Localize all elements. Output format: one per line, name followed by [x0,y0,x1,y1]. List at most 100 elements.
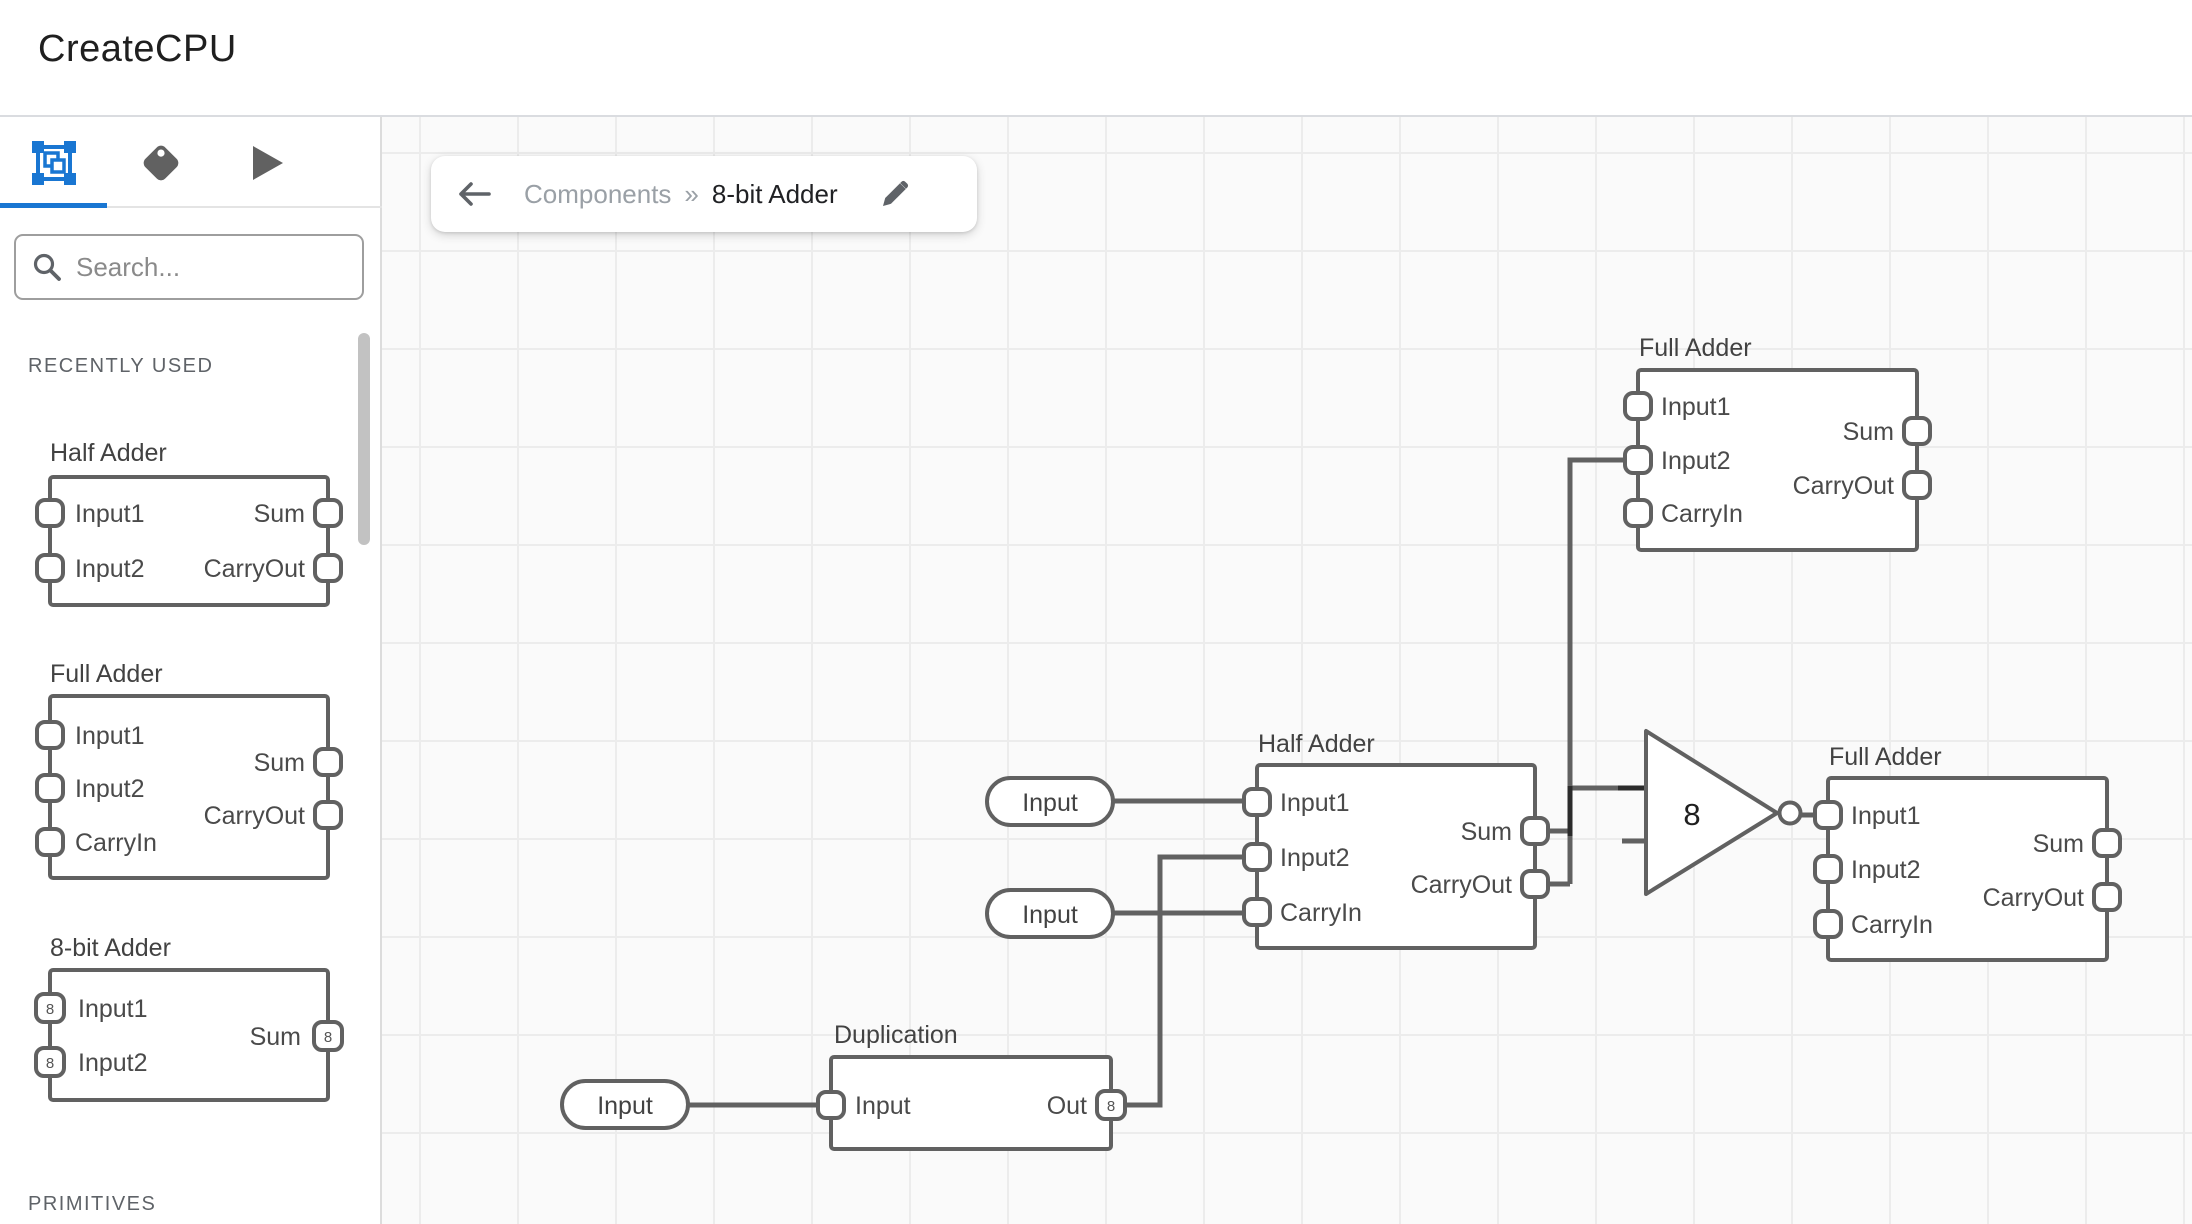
port-label: Sum [250,1023,301,1051]
port-carryin[interactable] [1813,909,1843,939]
port-label: Sum [1843,418,1894,446]
port-label: CarryOut [204,802,305,830]
node-full-adder-top: Full Adder Input1 Input2 CarryIn Sum Car… [1623,334,1932,552]
back-button[interactable] [457,181,491,207]
port-input2[interactable] [1242,842,1272,872]
port-label: CarryIn [75,829,157,857]
wire[interactable] [1567,457,1624,884]
port-label: Input1 [1851,802,1921,830]
play-icon [252,145,283,180]
port[interactable] [35,553,65,583]
input-pill[interactable] [985,888,1115,939]
edit-name-icon[interactable] [880,179,910,209]
gate-bus-width: 8 [1683,797,1700,832]
port-input2[interactable] [1813,854,1843,884]
port-label: CarryOut [1983,884,2084,912]
port-sum[interactable] [1902,416,1932,446]
port-label: CarryOut [204,555,305,583]
input-pill-label: Input [1022,901,1078,929]
port-label: Sum [2033,830,2084,858]
port-carryout[interactable] [1520,869,1550,899]
section-primitives: PRIMITIVES [28,1193,157,1215]
node-title: Half Adder [1258,730,1375,758]
port-sum[interactable] [1520,816,1550,846]
port-carryout[interactable] [1902,470,1932,500]
tab-components[interactable] [0,117,107,208]
port[interactable] [35,720,65,750]
port[interactable] [35,498,65,528]
port-label: Input [855,1092,911,1120]
gate-bubble[interactable] [1777,800,1803,826]
breadcrumb-path[interactable]: Components [524,178,672,209]
port-label: Input2 [1280,844,1350,872]
port-input2[interactable] [1623,445,1653,475]
port[interactable] [313,498,343,528]
node-full-adder-right: Full Adder Input1 Input2 CarryIn Sum Car… [1813,743,2122,962]
gate-body[interactable] [1644,729,1779,896]
node-title: Duplication [834,1021,958,1049]
port[interactable] [313,747,343,777]
port-label: Input2 [75,555,145,583]
bus-width: 8 [1107,1098,1115,1115]
sidebar-scrollbar[interactable] [358,333,370,545]
preview-title: Half Adder [50,439,167,467]
port-carryout[interactable] [2092,882,2122,912]
port-label: CarryOut [1411,871,1512,899]
breadcrumb-separator: » [684,178,699,209]
circuit-graph: Input Input Input Half Adder Input1 Inpu… [560,334,2122,1151]
app-header: CreateCPU [0,0,2192,117]
canvas[interactable]: Components » 8-bit Adder [382,117,2192,1224]
port-label: Input1 [75,500,145,528]
port[interactable] [35,773,65,803]
input-pill-label: Input [1022,789,1078,817]
port-sum[interactable] [2092,828,2122,858]
port-label: CarryOut [1793,472,1894,500]
tab-run[interactable] [214,117,321,208]
component-previews: Half Adder Input1 Input2 Sum CarryOut Fu… [34,439,344,1102]
port-label: CarryIn [1280,899,1362,927]
port-label: Input1 [1661,393,1731,421]
preview-title: Full Adder [50,660,163,688]
sidebar-tabs [0,117,382,208]
port[interactable] [313,800,343,830]
preview-body[interactable] [48,475,330,607]
bus-width: 8 [324,1029,332,1046]
tab-tags[interactable] [107,117,214,208]
port[interactable] [313,553,343,583]
port-input[interactable] [816,1090,846,1120]
port-label: Input1 [1280,789,1350,817]
port-input1[interactable] [1242,787,1272,817]
port-input1[interactable] [1813,800,1843,830]
components-icon [31,140,76,185]
node-title: Full Adder [1829,743,1942,771]
port-label: Sum [254,749,305,777]
preview-8bit-adder[interactable]: 8-bit Adder 8 8 8 Input1 Input2 Sum [34,934,344,1102]
bus-port[interactable] [34,1046,66,1078]
bus-port[interactable] [34,992,66,1024]
input-pill[interactable] [560,1079,690,1130]
preview-full-adder[interactable]: Full Adder Input1 Input2 CarryIn Sum Car… [35,660,343,880]
port-label: CarryIn [1661,500,1743,528]
io-pills: Input Input Input [560,776,1115,1130]
section-recently-used: RECENTLY USED [28,355,214,377]
port-out-bus[interactable] [1095,1089,1127,1121]
port-carryin[interactable] [1623,498,1653,528]
wire[interactable] [1124,854,1242,1108]
port-label: Sum [1461,818,1512,846]
breadcrumb-current: 8-bit Adder [711,178,838,209]
selected-wire-segments [1567,785,1644,836]
breadcrumb: Components » 8-bit Adder [431,156,977,232]
port[interactable] [35,827,65,857]
port-input1[interactable] [1623,391,1653,421]
search-input[interactable] [76,251,326,283]
input-pill[interactable] [985,776,1115,827]
bus-port[interactable] [312,1020,344,1052]
node-half-adder: Half Adder Input1 Input2 CarryIn Sum Car… [1242,730,1550,950]
port-label: Input1 [75,722,145,750]
port-label: CarryIn [1851,911,1933,939]
port-carryin[interactable] [1242,897,1272,927]
input-pill-label: Input [597,1092,653,1120]
app-title: CreateCPU [38,28,237,70]
preview-half-adder[interactable]: Half Adder Input1 Input2 Sum CarryOut [35,439,343,607]
